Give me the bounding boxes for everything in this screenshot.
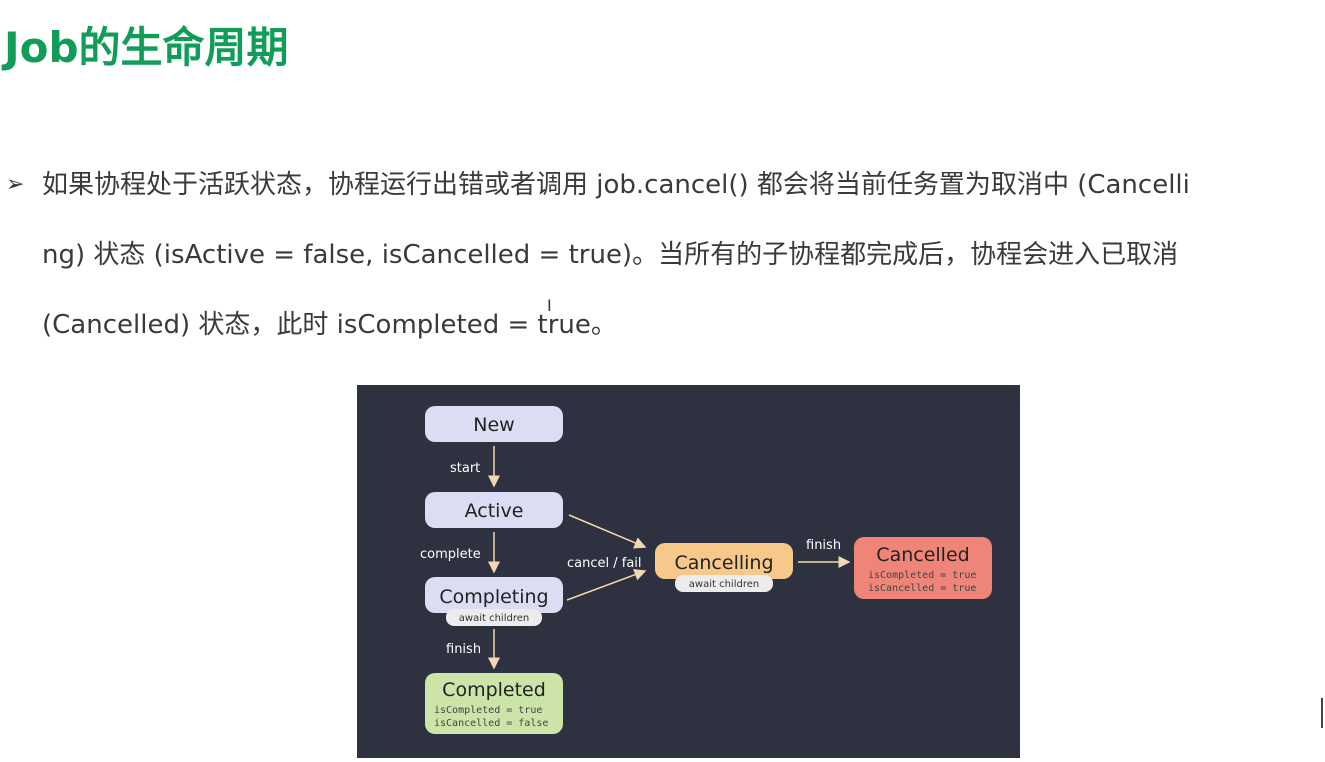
- node-completing-label: Completing: [439, 586, 548, 608]
- node-cancelled-label: Cancelled: [876, 544, 969, 566]
- edge-finish-down-label: finish: [446, 642, 481, 657]
- scroll-edge-indicator: [1321, 698, 1323, 728]
- node-completed-iscompleted: isCompleted = true: [434, 705, 542, 716]
- node-active: Active: [425, 492, 563, 528]
- node-completed: Completed isCompleted = true isCancelled…: [425, 673, 563, 734]
- edge-completing-cancel-arrow: [566, 569, 647, 601]
- node-new: New: [425, 406, 563, 442]
- node-completed-label: Completed: [442, 679, 546, 701]
- node-active-label: Active: [465, 500, 524, 522]
- node-cancelling-note: await children: [689, 579, 759, 590]
- paragraph-line-1: 如果协程处于活跃状态，协程运行出错或者调用 job.cancel() 都会将当前…: [42, 170, 1190, 200]
- edge-finish-right-label: finish: [806, 538, 841, 553]
- node-cancelled-iscompleted: isCompleted = true: [868, 570, 976, 581]
- paragraph-line-3: (Cancelled) 状态，此时 isCompleted = true。: [42, 310, 617, 340]
- node-completing-note: await children: [459, 613, 529, 624]
- page-title: Job的生命周期: [4, 23, 289, 72]
- node-new-label: New: [473, 414, 514, 436]
- node-cancelling-label: Cancelling: [674, 552, 773, 574]
- paragraph-line-2: ng) 状态 (isActive = false, isCancelled = …: [42, 240, 1179, 270]
- node-cancelling: Cancelling await children: [655, 543, 793, 592]
- text-cursor-icon: I: [547, 296, 552, 315]
- edge-active-cancel-arrow: [568, 514, 647, 549]
- node-cancelled: Cancelled isCompleted = true isCancelled…: [854, 537, 992, 599]
- node-completed-iscancelled: isCancelled = false: [434, 718, 548, 729]
- node-cancelled-iscancelled: isCancelled = true: [868, 583, 976, 594]
- job-lifecycle-diagram: New start Active complete Completing awa…: [357, 385, 1020, 758]
- edge-cancel-fail-label: cancel / fail: [567, 556, 642, 571]
- edge-start-label: start: [450, 461, 480, 476]
- bullet-arrow-icon: ➢: [6, 172, 25, 197]
- node-completing: Completing await children: [425, 577, 563, 626]
- edge-complete-label: complete: [420, 547, 481, 562]
